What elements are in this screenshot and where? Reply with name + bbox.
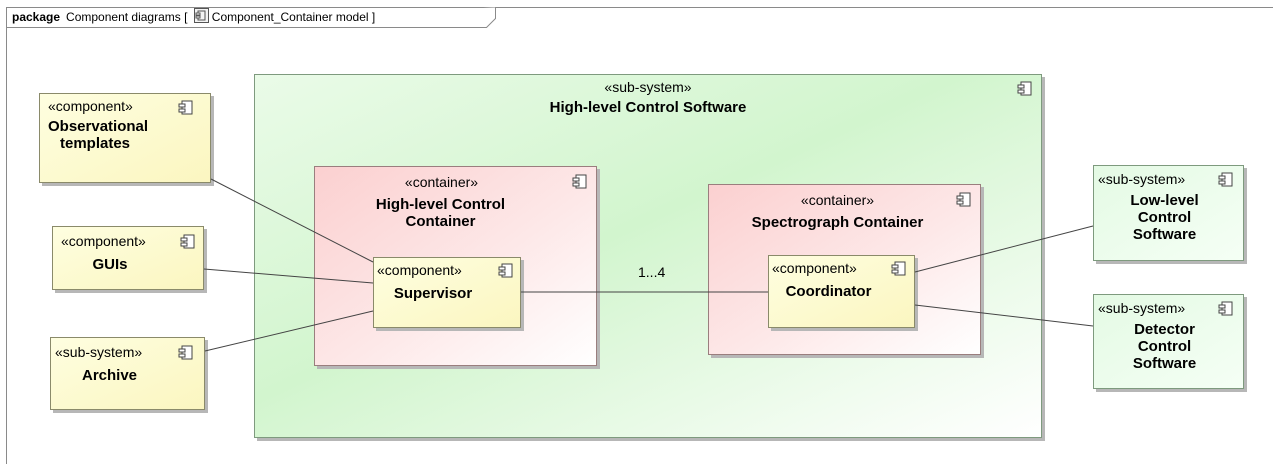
component-icon <box>178 345 193 360</box>
component-icon <box>1218 172 1233 187</box>
subsystem-stereotype: «sub-system» <box>1098 171 1186 187</box>
subsystem-stereotype: «sub-system» <box>604 79 692 95</box>
frame-title-suffix: ] <box>371 10 376 24</box>
component-icon <box>1017 81 1032 96</box>
low-level-control-software-subsystem[interactable]: «sub-system» Low-level Control Software <box>1093 165 1244 261</box>
container-stereotype: «container» <box>404 174 479 190</box>
diagram-frame-tab[interactable]: package Component diagrams [ Component_Co… <box>6 7 496 28</box>
component-name-line1: Observational <box>48 118 149 135</box>
component-stereotype: «component» <box>48 98 133 114</box>
subsystem-name-line3: Software <box>1132 355 1197 372</box>
component-stereotype: «component» <box>772 260 857 276</box>
container-name-line1: High-level Control <box>375 196 506 213</box>
frame-keyword: package <box>12 10 61 24</box>
detector-control-software-subsystem[interactable]: «sub-system» Detector Control Software <box>1093 294 1244 389</box>
subsystem-name: Archive <box>81 367 138 384</box>
container-name-line2: Container <box>405 213 476 230</box>
component-icon <box>956 192 971 207</box>
diagram-model-icon <box>193 8 209 23</box>
subsystem-name: High-level Control Software <box>549 99 747 116</box>
coordinator-component[interactable]: «component» Coordinator <box>768 255 915 328</box>
component-stereotype: «component» <box>61 233 146 249</box>
frame-title-prefix: Component diagrams [ <box>66 10 188 24</box>
observational-templates-component[interactable]: «component» Observational templates <box>39 93 211 183</box>
guis-component[interactable]: «component» GUIs <box>52 226 204 290</box>
supervisor-component[interactable]: «component» Supervisor <box>373 257 521 328</box>
component-icon <box>498 263 513 278</box>
component-name: GUIs <box>92 256 128 273</box>
component-icon <box>891 261 906 276</box>
subsystem-name-line2: Control <box>1137 209 1192 226</box>
frame-tab-outline <box>6 7 496 28</box>
subsystem-name-line1: Low-level <box>1130 192 1199 209</box>
component-stereotype: «component» <box>377 262 462 278</box>
subsystem-stereotype: «sub-system» <box>1098 300 1186 316</box>
component-name: Supervisor <box>393 285 473 302</box>
subsystem-name-line1: Detector <box>1134 321 1195 338</box>
component-icon <box>1218 301 1233 316</box>
frame-model-name: Component_Container model <box>211 10 369 24</box>
multiplicity-label: 1...4 <box>638 264 666 280</box>
subsystem-name-line3: Software <box>1132 226 1197 243</box>
component-icon <box>178 100 193 115</box>
container-name: Spectrograph Container <box>751 214 924 231</box>
container-stereotype: «container» <box>800 192 875 208</box>
component-icon <box>180 234 195 249</box>
subsystem-stereotype: «sub-system» <box>55 344 143 360</box>
component-icon <box>572 174 587 189</box>
component-name-line2: templates <box>60 135 131 152</box>
diagram-frame <box>6 7 1273 464</box>
subsystem-name-line2: Control <box>1137 338 1192 355</box>
component-name: Coordinator <box>785 283 872 300</box>
archive-subsystem[interactable]: «sub-system» Archive <box>50 337 205 410</box>
